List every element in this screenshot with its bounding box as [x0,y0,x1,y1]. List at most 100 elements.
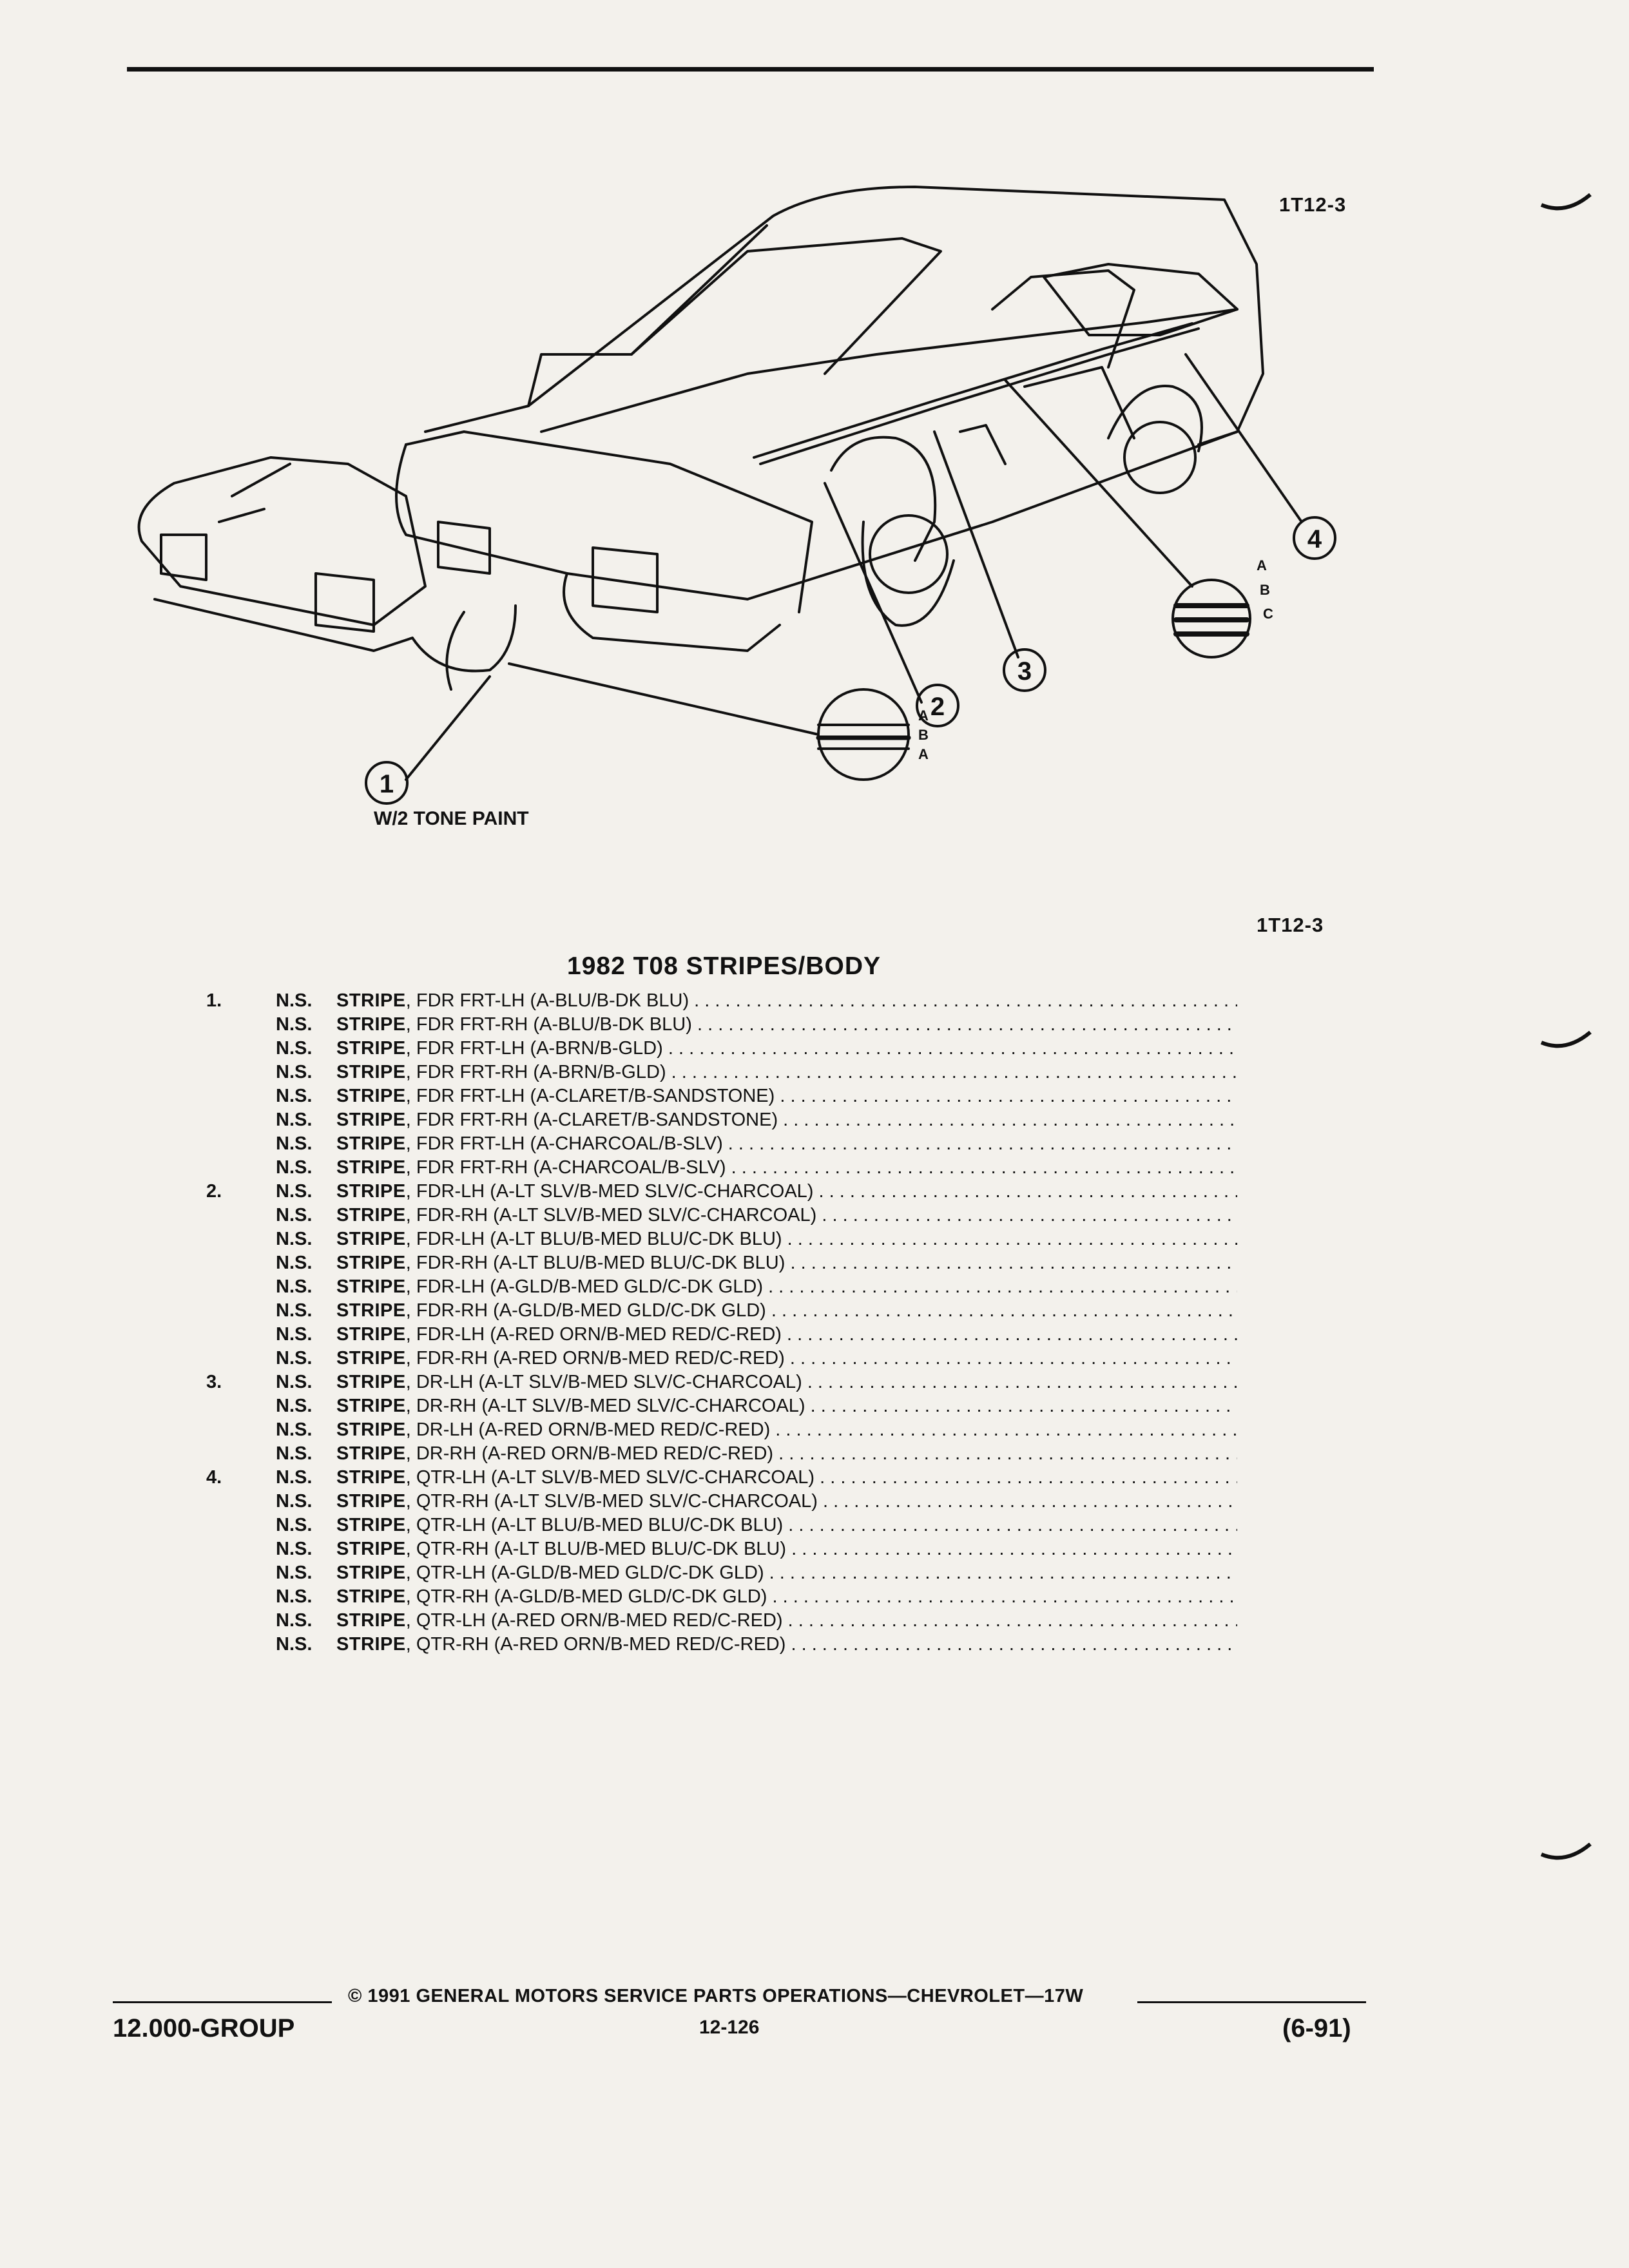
parts-row: N.S. STRIPE, QTR-LH (A-LT BLU/B-MED BLU/C… [193,1514,1237,1537]
part-name: STRIPE [336,1300,406,1321]
parts-row: N.S. STRIPE, FDR FRT-LH (A-BRN/B-GLD) [193,1037,1237,1061]
parts-row: N.S. STRIPE, DR-LH (A-RED ORN/B-MED RED/C… [193,1418,1237,1442]
footer-group: 12.000-GROUP [113,2014,295,2042]
part-detail: , QTR-RH (A-LT SLV/B-MED SLV/C-CHARCOAL) [405,1491,818,1512]
parts-row: N.S. STRIPE, FDR FRT-RH (A-CLARET/B-SANDS… [193,1108,1237,1132]
part-name: STRIPE [336,1610,406,1631]
part-detail: , DR-RH (A-RED ORN/B-MED RED/C-RED) [405,1443,774,1464]
ns-code: N.S. [276,1110,313,1130]
parts-row: N.S. STRIPE, QTR-RH (A-LT SLV/B-MED SLV/C… [193,1490,1237,1514]
ns-code: N.S. [276,1491,313,1512]
part-description: STRIPE, FDR-LH (A-GLD/B-MED GLD/C-DK GLD… [336,1275,1237,1299]
part-description: STRIPE, FDR FRT-LH (A-CLARET/B-SANDSTONE… [336,1084,1237,1108]
ns-code: N.S. [276,1181,313,1202]
part-detail: , DR-RH (A-LT SLV/B-MED SLV/C-CHARCOAL) [405,1396,805,1416]
ns-code: N.S. [276,1467,313,1488]
part-detail: , QTR-LH (A-LT SLV/B-MED SLV/C-CHARCOAL) [405,1467,815,1488]
ns-code: N.S. [276,1586,313,1607]
callout-number: 1. [206,990,222,1011]
part-detail: , QTR-LH (A-LT BLU/B-MED BLU/C-DK BLU) [405,1515,784,1535]
binder-mark-icon [1540,1843,1592,1860]
footer-rule-right [1137,2001,1366,2003]
ns-code: N.S. [276,1038,313,1059]
part-description: STRIPE, DR-LH (A-RED ORN/B-MED RED/C-RED… [336,1418,1237,1442]
ns-code: N.S. [276,1324,313,1345]
part-name: STRIPE [336,1634,406,1655]
part-name: STRIPE [336,1467,406,1488]
part-name: STRIPE [336,1110,406,1130]
part-detail: , QTR-RH (A-RED ORN/B-MED RED/C-RED) [405,1634,786,1655]
part-description: STRIPE, QTR-RH (A-LT SLV/B-MED SLV/C-CHA… [336,1490,1237,1514]
part-detail: , DR-LH (A-LT SLV/B-MED SLV/C-CHARCOAL) [405,1372,802,1392]
parts-row: N.S.STRIPE, QTR-LH (A-GLD/B-MED GLD/C-DK… [193,1561,1237,1585]
ns-code: N.S. [276,1419,313,1440]
part-description: STRIPE, QTR-LH (A-LT BLU/B-MED BLU/C-DK … [336,1514,1237,1537]
detail-right-letter-a: A [1257,557,1267,573]
part-name: STRIPE [336,1205,406,1225]
stripe-detail-right [1004,379,1251,658]
footer-page-number: 12-126 [699,2017,760,2038]
footer-rule-left [113,2001,332,2003]
parts-row: N.S.STRIPE, QTR-RH (A-RED ORN/B-MED RED/… [193,1633,1237,1657]
part-name: STRIPE [336,1443,406,1464]
part-detail: , FDR FRT-RH (A-CHARCOAL/B-SLV) [405,1157,726,1178]
parts-row: N.S.STRIPE, FDR FRT-RH (A-CHARCOAL/B-SLV… [193,1156,1237,1180]
part-name: STRIPE [336,1586,406,1607]
part-name: STRIPE [336,1348,406,1369]
binder-mark-icon [1540,1031,1592,1048]
parts-list: 1. N.S. STRIPE, FDR FRT-LH (A-BLU/B-DK BLU… [193,989,1237,1657]
ns-code: N.S. [276,1539,313,1559]
part-name: STRIPE [336,1062,406,1082]
part-name: STRIPE [336,1086,406,1106]
parts-row: N.S.STRIPE, QTR-RH (A-GLD/B-MED GLD/C-DK… [193,1585,1237,1609]
callout-4: 4 [1307,525,1322,553]
ns-code: N.S. [276,1396,313,1416]
part-detail: , FDR FRT-RH (A-BLU/B-DK BLU) [405,1014,692,1035]
callout-number: 4. [206,1467,222,1488]
front-view-two-tone-drawing [137,456,517,691]
parts-row: N.S.STRIPE, FDR FRT-LH (A-CHARCOAL/B-SLV… [193,1132,1237,1156]
parts-row: N.S. STRIPE, DR-RH (A-RED ORN/B-MED RED/C… [193,1442,1237,1466]
part-name: STRIPE [336,1419,406,1440]
part-name: STRIPE [336,1038,406,1059]
ns-code: N.S. [276,1014,313,1035]
part-description: STRIPE, FDR FRT-RH (A-CLARET/B-SANDSTONE… [336,1108,1237,1132]
ns-code: N.S. [276,1086,313,1106]
ns-code: N.S. [276,1562,313,1583]
parts-row: N.S. STRIPE, FDR-RH (A-LT SLV/B-MED SLV/C… [193,1204,1237,1227]
ns-code: N.S. [276,1515,313,1535]
ns-code: N.S. [276,1348,313,1369]
ns-code: N.S. [276,1253,313,1273]
ns-code: N.S. [276,1205,313,1225]
part-description: STRIPE, QTR-RH (A-LT BLU/B-MED BLU/C-DK … [336,1537,1237,1561]
part-detail: , FDR-RH (A-LT SLV/B-MED SLV/C-CHARCOAL) [405,1205,817,1225]
part-description: STRIPE, FDR-RH (A-GLD/B-MED GLD/C-DK GLD… [336,1299,1237,1323]
detail-right-letter-b: B [1260,582,1270,598]
parts-row: N.S.STRIPE, FDR-RH (A-RED ORN/B-MED RED/… [193,1347,1237,1370]
part-detail: , FDR FRT-LH (A-BRN/B-GLD) [405,1038,663,1059]
ns-code: N.S. [276,1229,313,1249]
parts-row: 4. N.S. STRIPE, QTR-LH (A-LT SLV/B-MED SLV… [193,1466,1237,1490]
two-tone-caption: W/2 TONE PAINT [374,808,529,829]
parts-row: N.S.STRIPE, FDR FRT-RH (A-BRN/B-GLD) [193,1061,1237,1084]
callout-number: 3. [206,1372,222,1392]
part-description: STRIPE, FDR FRT-LH (A-BLU/B-DK BLU) [336,989,1237,1013]
part-name: STRIPE [336,990,406,1011]
footer-copyright: © 1991 GENERAL MOTORS SERVICE PARTS OPER… [348,1986,1084,2006]
part-detail: , FDR-LH (A-GLD/B-MED GLD/C-DK GLD) [405,1276,764,1297]
parts-row: N.S.STRIPE, DR-RH (A-LT SLV/B-MED SLV/C-… [193,1394,1237,1418]
parts-row: 3.N.S.STRIPE, DR-LH (A-LT SLV/B-MED SLV/… [193,1370,1237,1394]
section-title: 1982 T08 STRIPES/BODY [567,952,882,980]
ns-code: N.S. [276,1443,313,1464]
part-name: STRIPE [336,1539,406,1559]
part-detail: , FDR-RH (A-GLD/B-MED GLD/C-DK GLD) [405,1300,766,1321]
part-detail: , FDR FRT-RH (A-CLARET/B-SANDSTONE) [405,1110,778,1130]
part-name: STRIPE [336,1324,406,1345]
parts-row: N.S. STRIPE, QTR-RH (A-LT BLU/B-MED BLU/C… [193,1537,1237,1561]
part-description: STRIPE, FDR-RH (A-LT BLU/B-MED BLU/C-DK … [336,1251,1237,1275]
footer-date: (6-91) [1282,2014,1351,2042]
part-detail: , QTR-RH (A-LT BLU/B-MED BLU/C-DK BLU) [405,1539,787,1559]
part-name: STRIPE [336,1276,406,1297]
parts-row: N.S.STRIPE, FDR FRT-RH (A-BLU/B-DK BLU) [193,1013,1237,1037]
part-detail: , QTR-LH (A-RED ORN/B-MED RED/C-RED) [405,1610,783,1631]
